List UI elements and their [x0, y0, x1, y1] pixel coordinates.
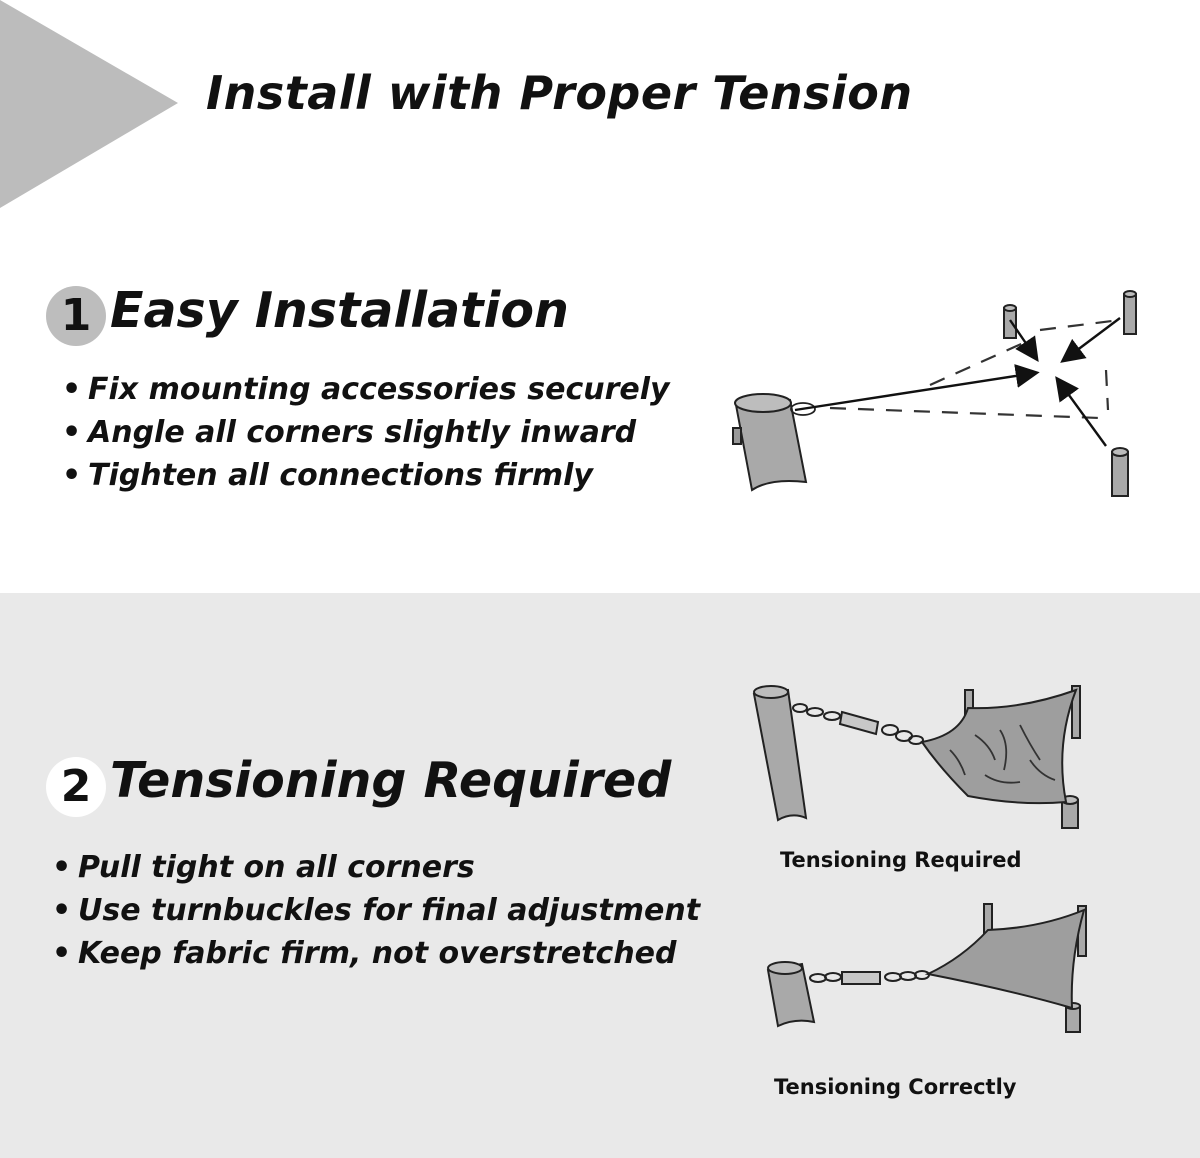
- bullet-dot: •: [52, 936, 72, 971]
- section-heading-easy-installation: Easy Installation: [110, 282, 569, 339]
- list-item: •Use turnbuckles for final adjustment: [52, 889, 700, 932]
- step-number-badge-2: 2: [46, 757, 106, 817]
- list-item-text: Use turnbuckles for final adjustment: [78, 893, 701, 928]
- bottom-section: [0, 593, 1200, 1158]
- bullet-dot: •: [62, 458, 82, 493]
- list-item: •Angle all corners slightly inward: [62, 411, 670, 454]
- tensioned-sail-turnbuckle-diagram-icon: [766, 903, 1087, 1033]
- list-item: •Keep fabric firm, not overstretched: [52, 932, 700, 975]
- section-heading-tensioning-required: Tensioning Required: [110, 752, 672, 809]
- bullet-dot: •: [52, 850, 72, 885]
- list-item: •Fix mounting accessories securely: [62, 368, 670, 411]
- list-item-text: Keep fabric firm, not overstretched: [78, 936, 677, 971]
- bullet-dot: •: [52, 893, 72, 928]
- list-item: •Tighten all connections firmly: [62, 454, 670, 497]
- list-item-text: Fix mounting accessories securely: [88, 372, 670, 407]
- list-item-text: Pull tight on all corners: [78, 850, 475, 885]
- caption-tensioning-required: Tensioning Required: [780, 848, 1022, 872]
- bullet-dot: •: [62, 415, 82, 450]
- list-item-text: Angle all corners slightly inward: [88, 415, 637, 450]
- bullet-dot: •: [62, 372, 82, 407]
- top-section: Install with Proper Tension 1 Easy Insta…: [0, 0, 1137, 497]
- corner-triangle-decoration: [0, 0, 178, 208]
- tensioning-bullet-list: •Pull tight on all corners •Use turnbuck…: [52, 846, 700, 975]
- caption-tensioning-correctly: Tensioning Correctly: [774, 1075, 1017, 1099]
- page-title: Install with Proper Tension: [206, 66, 913, 120]
- loose-sail-turnbuckle-diagram-icon: [752, 685, 1081, 829]
- shade-sail-installation-diagram-icon: [732, 290, 1137, 497]
- step-number-badge-1: 1: [46, 286, 106, 346]
- installation-bullet-list: •Fix mounting accessories securely •Angl…: [62, 368, 670, 497]
- list-item-text: Tighten all connections firmly: [88, 458, 593, 493]
- list-item: •Pull tight on all corners: [52, 846, 700, 889]
